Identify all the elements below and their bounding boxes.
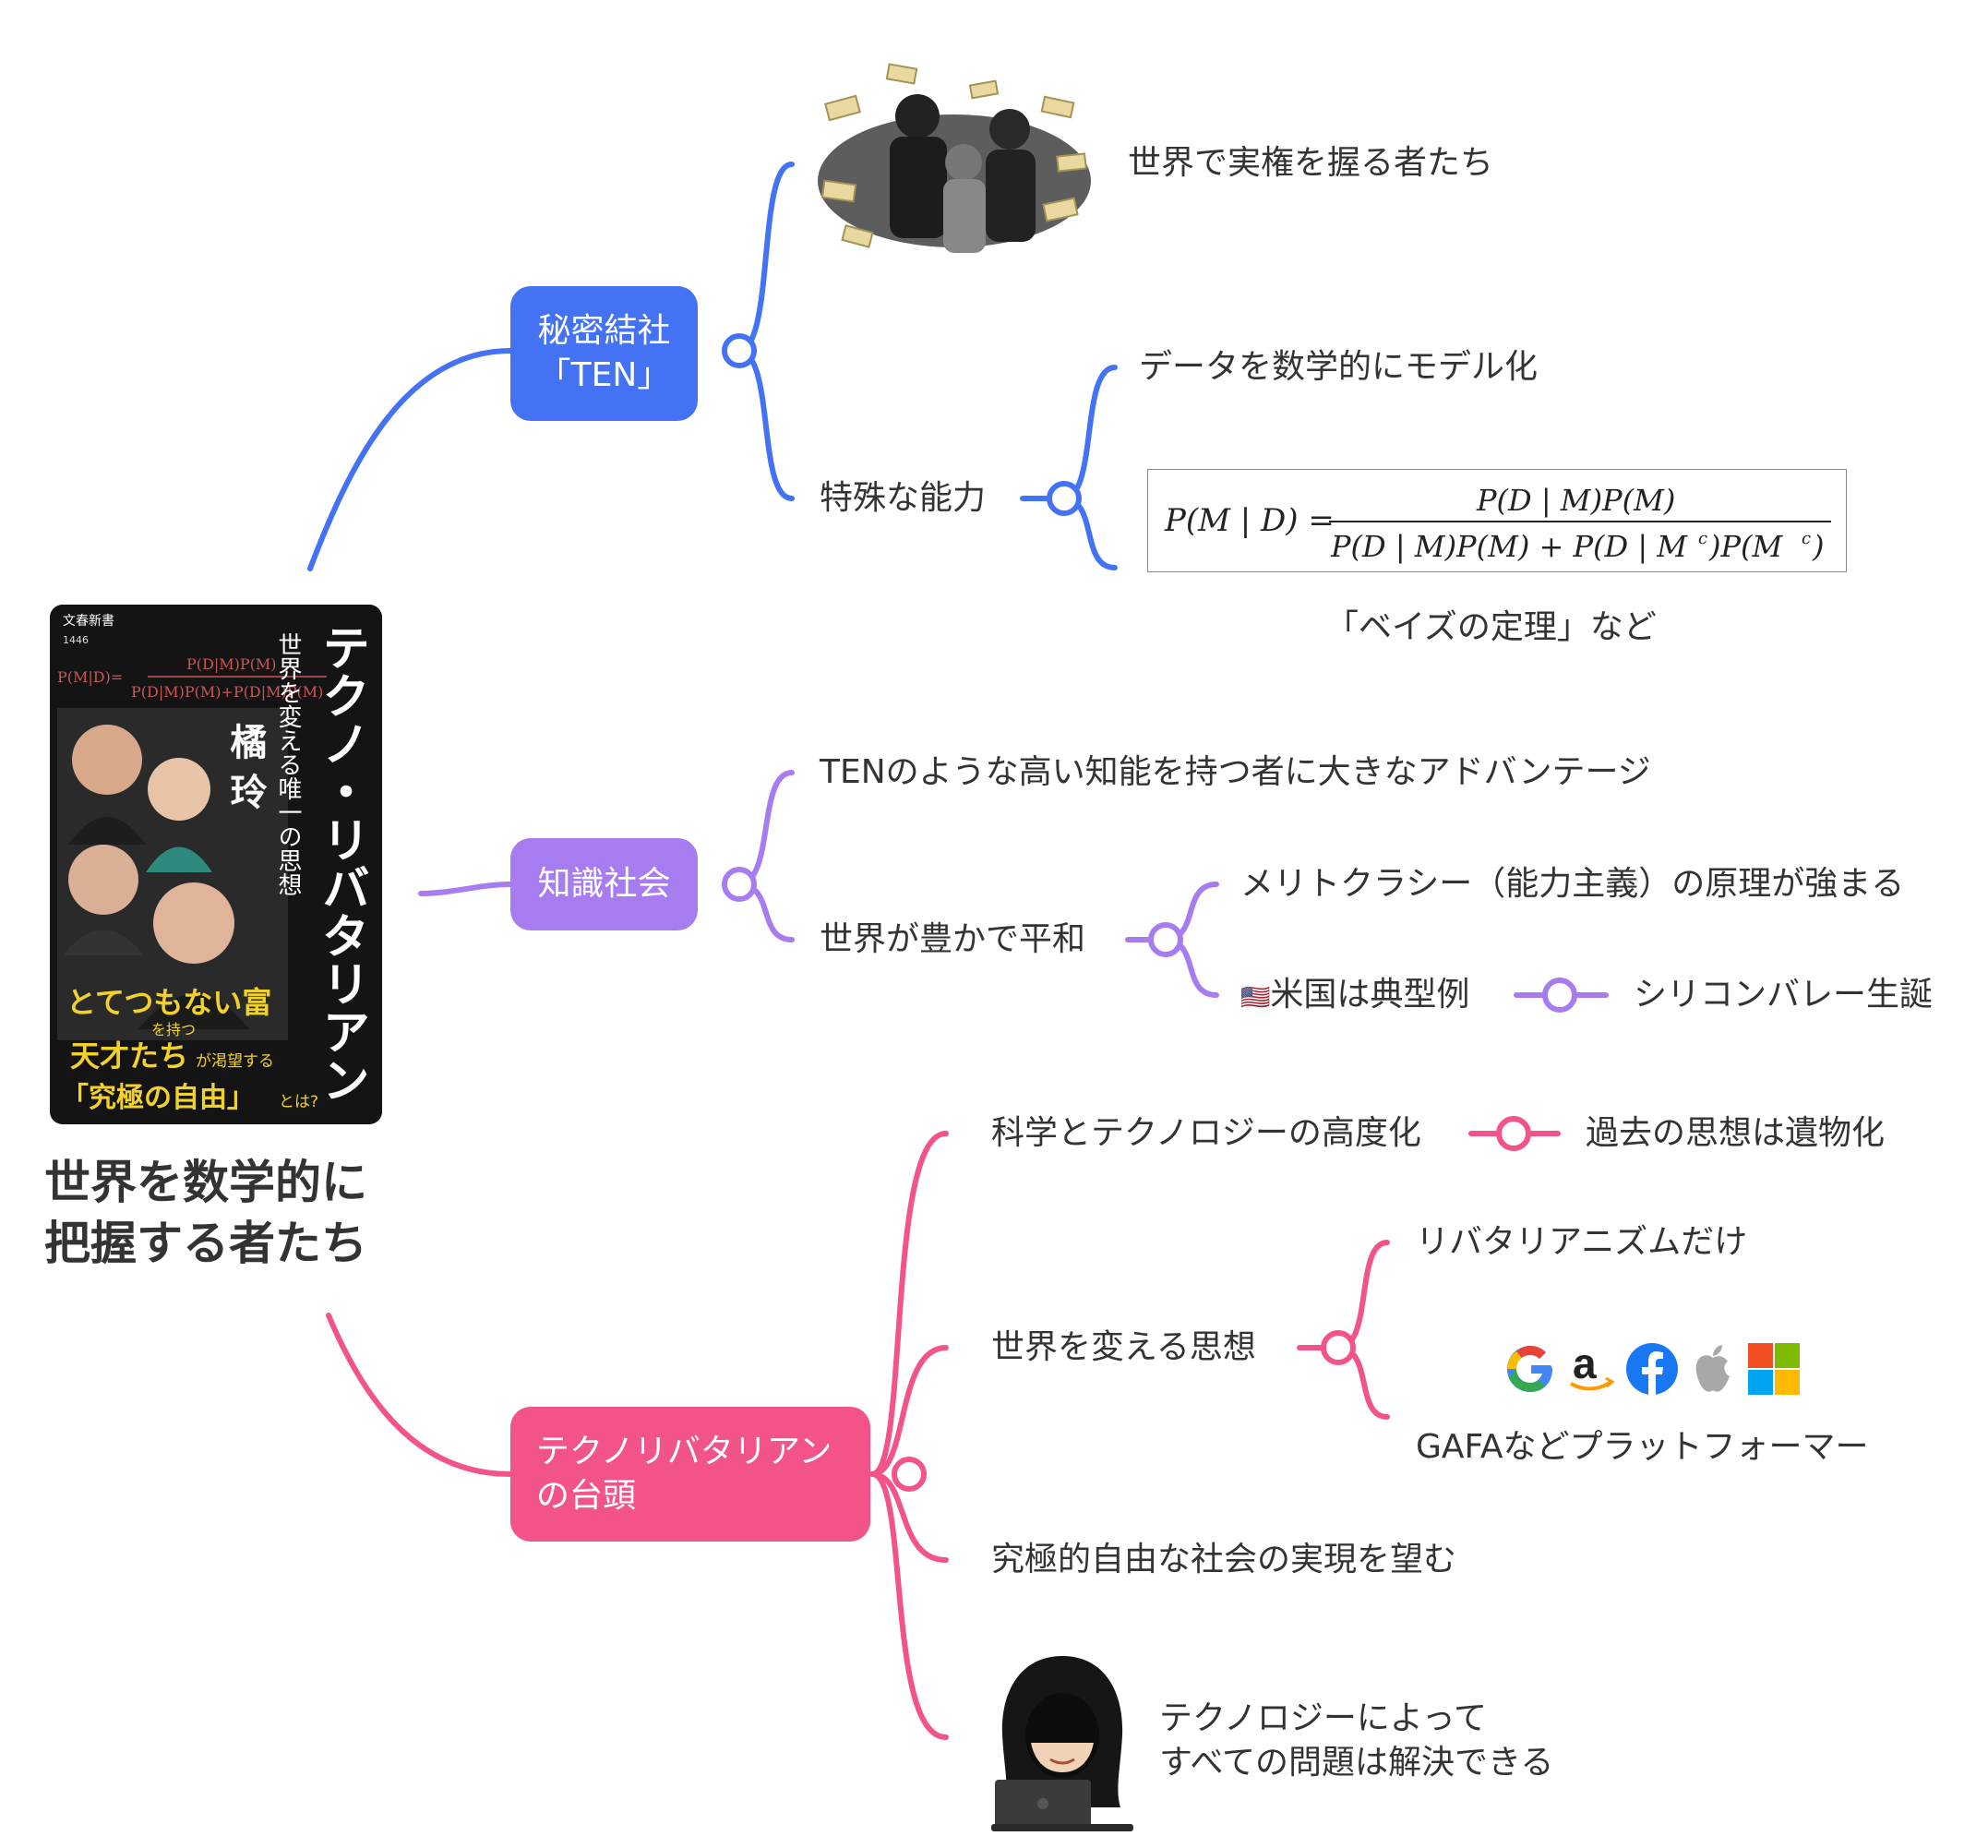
svg-text:a: a <box>1573 1341 1597 1387</box>
node-techno-libertarian[interactable]: テクノリバタリアン の台頭 <box>510 1407 870 1542</box>
book-formula-top: P(D|M)P(M) <box>186 655 276 673</box>
node-secret-society[interactable]: 秘密結社 「TEN」 <box>510 286 698 421</box>
book-band2: 天才たち <box>70 1038 188 1074</box>
rich-people-illustration <box>818 63 1091 253</box>
book-cover-art: 文春新書 1446 P(D|M)P(M) P(M|D)= P(D|M)P(M)+… <box>50 605 382 1124</box>
leaf-solve-line2[interactable]: すべての問題は解決できる <box>1159 1744 1554 1782</box>
bayes-formula-svg: P(M | D) = P(D | M)P(M) P(D | M)P(M) + P… <box>1164 483 1831 564</box>
leaf-world-change[interactable]: 世界を変える思想 <box>991 1328 1256 1366</box>
book-band3-small: とは? <box>279 1093 318 1111</box>
connector-center-knowledge <box>418 882 513 896</box>
svg-text:c: c <box>1698 529 1707 548</box>
book-author: 橘 玲 <box>224 723 268 810</box>
book-formula-left: P(M|D)= <box>57 668 123 686</box>
svg-text:P(D | M)P(M): P(D | M)P(M) <box>1476 483 1675 518</box>
leaf-silicon-valley[interactable]: シリコンバレー生誕 <box>1634 976 1934 1014</box>
node-secret-line1: 秘密結社 <box>537 312 671 350</box>
bayes-formula: P(M | D) = P(D | M)P(M) P(D | M)P(M) + P… <box>1147 469 1847 572</box>
junction-knowledge <box>722 867 757 902</box>
leaf-ultimate-freedom[interactable]: 究極的自由な社会の実現を望む <box>991 1541 1457 1578</box>
connector-techno-change <box>869 1345 949 1477</box>
connector-techno-freedom <box>869 1471 949 1563</box>
junction-change <box>1321 1330 1356 1365</box>
leaf-special-ability[interactable]: 特殊な能力 <box>820 479 987 517</box>
connector-techno-science <box>869 1131 949 1477</box>
book-band3: 「究極の自由」 <box>61 1082 255 1114</box>
connector-center-secret <box>307 348 513 571</box>
svg-text:): ) <box>1812 529 1824 564</box>
svg-text:P(D | M)P(M) + P(D | M: P(D | M)P(M) + P(D | M <box>1330 529 1688 564</box>
connector-techno-solve <box>869 1471 949 1740</box>
junction-secret <box>722 333 757 368</box>
connector-secret-ability <box>736 348 795 501</box>
node-knowledge-society[interactable]: 知識社会 <box>510 838 698 930</box>
central-title-line2: 把握する者たち <box>44 1217 367 1270</box>
us-flag-icon: 🇺🇸 <box>1240 984 1271 1012</box>
book-number: 1446 <box>63 634 89 646</box>
junction-peace <box>1148 922 1183 957</box>
leaf-us-example-label: 米国は典型例 <box>1270 976 1470 1014</box>
book-band1-small: を持つ <box>151 1021 196 1038</box>
facebook-icon <box>1626 1343 1678 1395</box>
book-publisher: 文春新書 <box>63 614 114 629</box>
svg-text:)P(M: )P(M <box>1708 529 1784 564</box>
book-formula-bottom: P(D|M)P(M)+P(D|M)P(M) <box>131 683 323 701</box>
junction-us <box>1542 978 1577 1013</box>
leaf-science-tech[interactable]: 科学とテクノロジーの高度化 <box>991 1114 1421 1152</box>
leaf-relic[interactable]: 過去の思想は遺物化 <box>1586 1114 1886 1152</box>
node-techno-line2: の台頭 <box>536 1477 637 1515</box>
leaf-rich-peace[interactable]: 世界が豊かで平和 <box>820 920 1086 958</box>
connector-center-techno <box>326 1313 513 1477</box>
junction-science <box>1496 1116 1531 1151</box>
junction-ability <box>1047 481 1082 516</box>
book-title: テクノ・リバタリアン <box>314 623 370 1103</box>
leaf-meritocracy[interactable]: メリトクラシー（能力主義）の原理が強まる <box>1240 865 1905 903</box>
node-secret-line2: 「TEN」 <box>537 356 671 394</box>
google-icon <box>1507 1346 1552 1392</box>
amazon-icon: a <box>1570 1341 1615 1391</box>
leaf-data-model[interactable]: データを数学的にモデル化 <box>1139 348 1539 386</box>
apple-icon <box>1695 1345 1730 1392</box>
leaf-advantage[interactable]: TENのような高い知能を持つ者に大きなアドバンテージ <box>820 753 1651 791</box>
leaf-world-power[interactable]: 世界で実権を握る者たち <box>1128 144 1494 182</box>
leaf-gafa[interactable]: GAFAなどプラットフォーマー <box>1416 1428 1869 1466</box>
connector-knowledge-advantage <box>736 770 795 887</box>
central-title-line1: 世界を数学的に <box>44 1156 367 1209</box>
book-band1: とてつもない富 <box>66 985 271 1020</box>
leaf-solve-line1[interactable]: テクノロジーによって <box>1159 1699 1487 1737</box>
book-subtitle: 世界を変える唯一の思想 <box>274 632 302 896</box>
svg-text:P(M | D) =: P(M | D) = <box>1164 502 1335 539</box>
node-techno-line1: テクノリバタリアン <box>536 1433 832 1470</box>
junction-techno <box>892 1457 927 1492</box>
connector-secret-power <box>736 162 795 354</box>
book-cover: 文春新書 1446 P(D|M)P(M) P(M|D)= P(D|M)P(M)+… <box>50 605 382 1124</box>
hacker-illustration <box>991 1656 1133 1831</box>
leaf-us-example[interactable]: 🇺🇸米国は典型例 <box>1240 973 1469 1020</box>
microsoft-icon <box>1748 1343 1800 1395</box>
bayes-caption: 「ベイズの定理」など <box>1325 608 1657 646</box>
book-band2-small: が渇望する <box>196 1052 274 1071</box>
book-portraits <box>57 708 288 1040</box>
connector-ability-model <box>1060 365 1118 501</box>
svg-text:c: c <box>1802 529 1811 548</box>
node-knowledge-label: 知識社会 <box>537 865 671 903</box>
leaf-libertarianism[interactable]: リバタリアニズムだけ <box>1416 1223 1748 1261</box>
central-topic-title[interactable]: 世界を数学的に 把握する者たち <box>44 1152 367 1274</box>
